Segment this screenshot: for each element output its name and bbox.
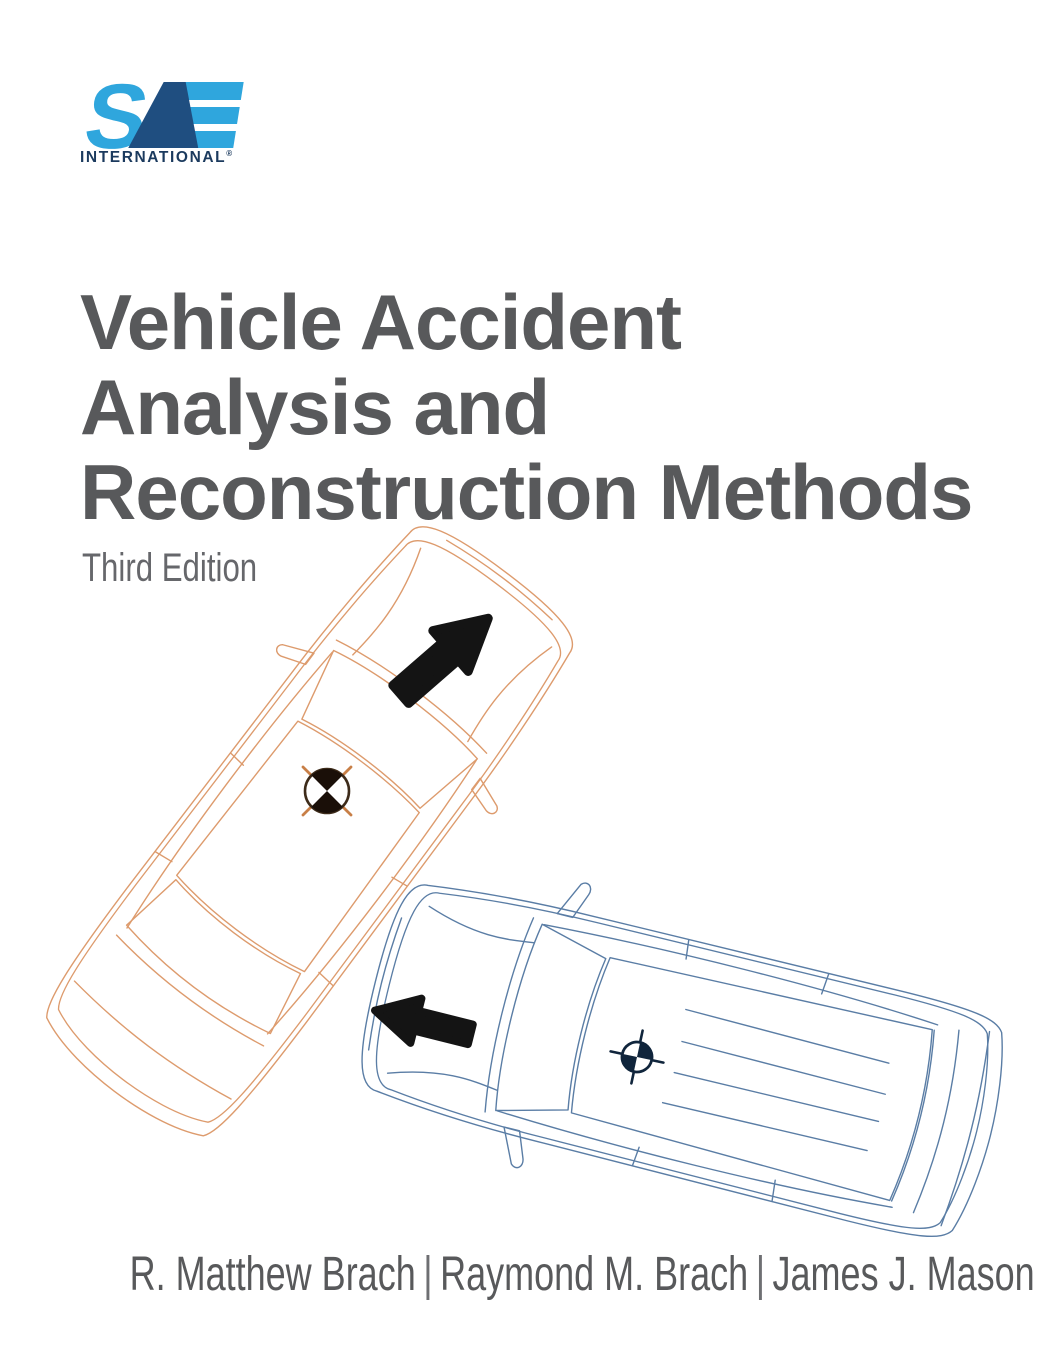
author-2: Raymond M. Brach (440, 1248, 749, 1301)
title-line-2: Analysis and (80, 363, 550, 451)
author-separator: | (423, 1248, 433, 1301)
velocity-arrow-suv (370, 994, 477, 1049)
edition-label: Third Edition (82, 546, 258, 590)
author-line: R. Matthew Brach|Raymond M. Brach|James … (129, 1247, 1035, 1302)
sae-letter-a (128, 82, 199, 148)
author-separator: | (755, 1248, 766, 1301)
velocity-arrow-sedan (388, 613, 493, 708)
author-3: James J. Mason (772, 1248, 1035, 1301)
title-line-1: Vehicle Accident (80, 278, 682, 366)
book-title: Vehicle Accident Analysis and Reconstruc… (80, 278, 973, 536)
cg-marker-sedan (301, 765, 353, 817)
sae-logo: S INTERNATIONAL® (78, 80, 268, 175)
sedan-outline-orange (46, 526, 574, 1137)
roof-rack-slats (661, 1008, 890, 1152)
suv-outline-blue (361, 882, 1003, 1238)
sae-logo-subtext: INTERNATIONAL® (80, 149, 233, 167)
registered-mark: ® (226, 149, 233, 158)
sae-logo-mark: S (78, 80, 244, 152)
title-line-3: Reconstruction Methods (80, 448, 973, 536)
author-1: R. Matthew Brach (129, 1248, 416, 1301)
cg-marker-suv (609, 1029, 665, 1085)
